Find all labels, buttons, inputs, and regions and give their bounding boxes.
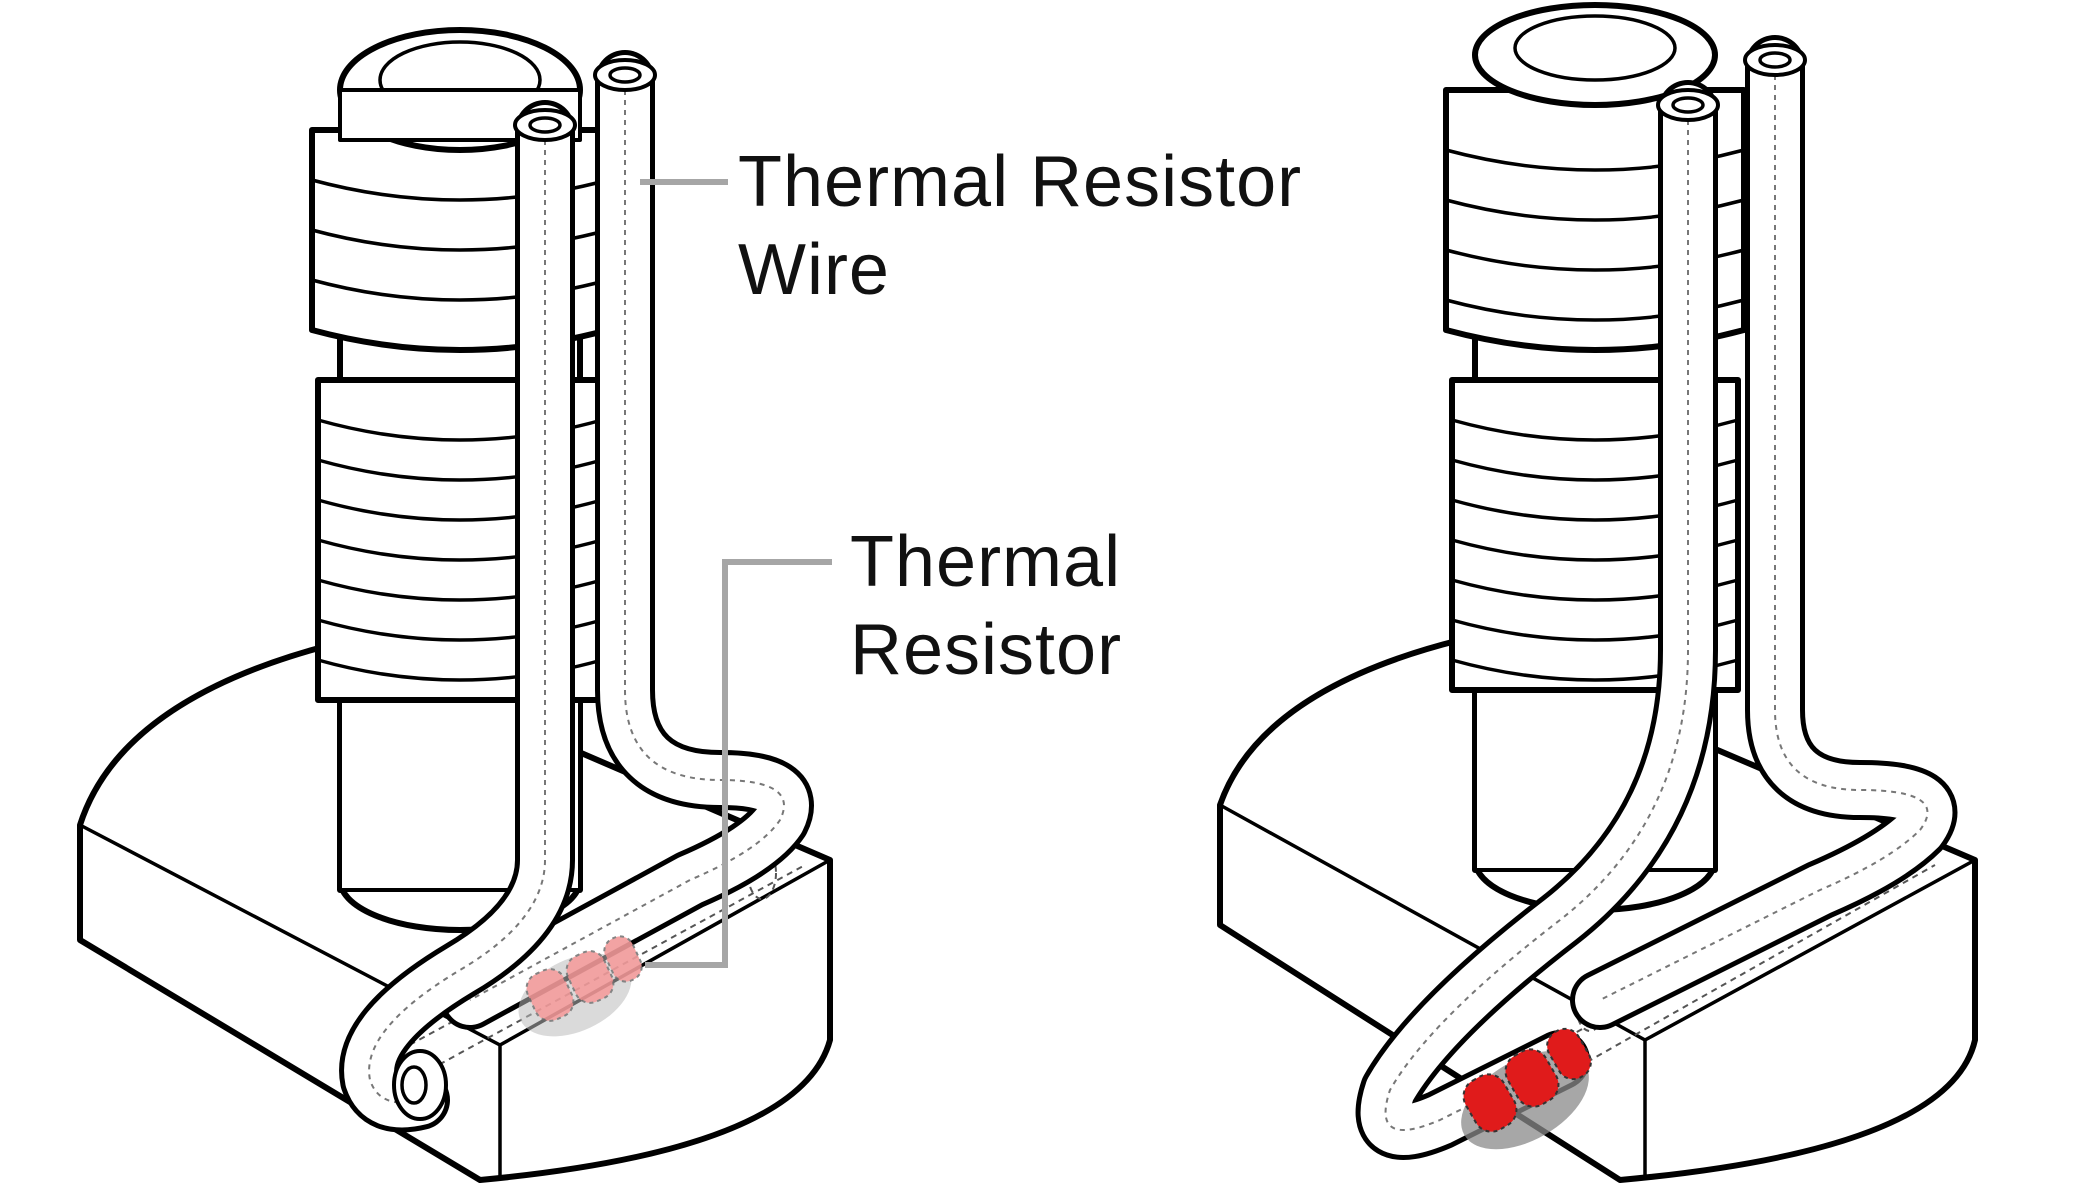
left-assembly — [77, 27, 833, 1183]
right-resistor-wire — [1355, 35, 1958, 1160]
left-thermal-resistor — [518, 935, 643, 1037]
wire-label-line-1: Thermal Resistor — [738, 142, 1303, 222]
left-resistor-wire — [339, 50, 814, 1133]
thermal-resistor-wire-label: Thermal Resistor Wire — [738, 138, 1302, 314]
right-thermal-resistor — [1461, 1027, 1592, 1150]
resistor-label-line-1: Thermal — [850, 522, 1122, 602]
resistor-leader-line — [645, 559, 832, 968]
resistor-label-line-2: Resistor — [850, 610, 1123, 690]
right-assembly — [1217, 2, 1978, 1183]
wire-label-line-2: Wire — [738, 230, 890, 310]
thermal-resistor-label: Thermal Resistor — [850, 518, 1122, 694]
